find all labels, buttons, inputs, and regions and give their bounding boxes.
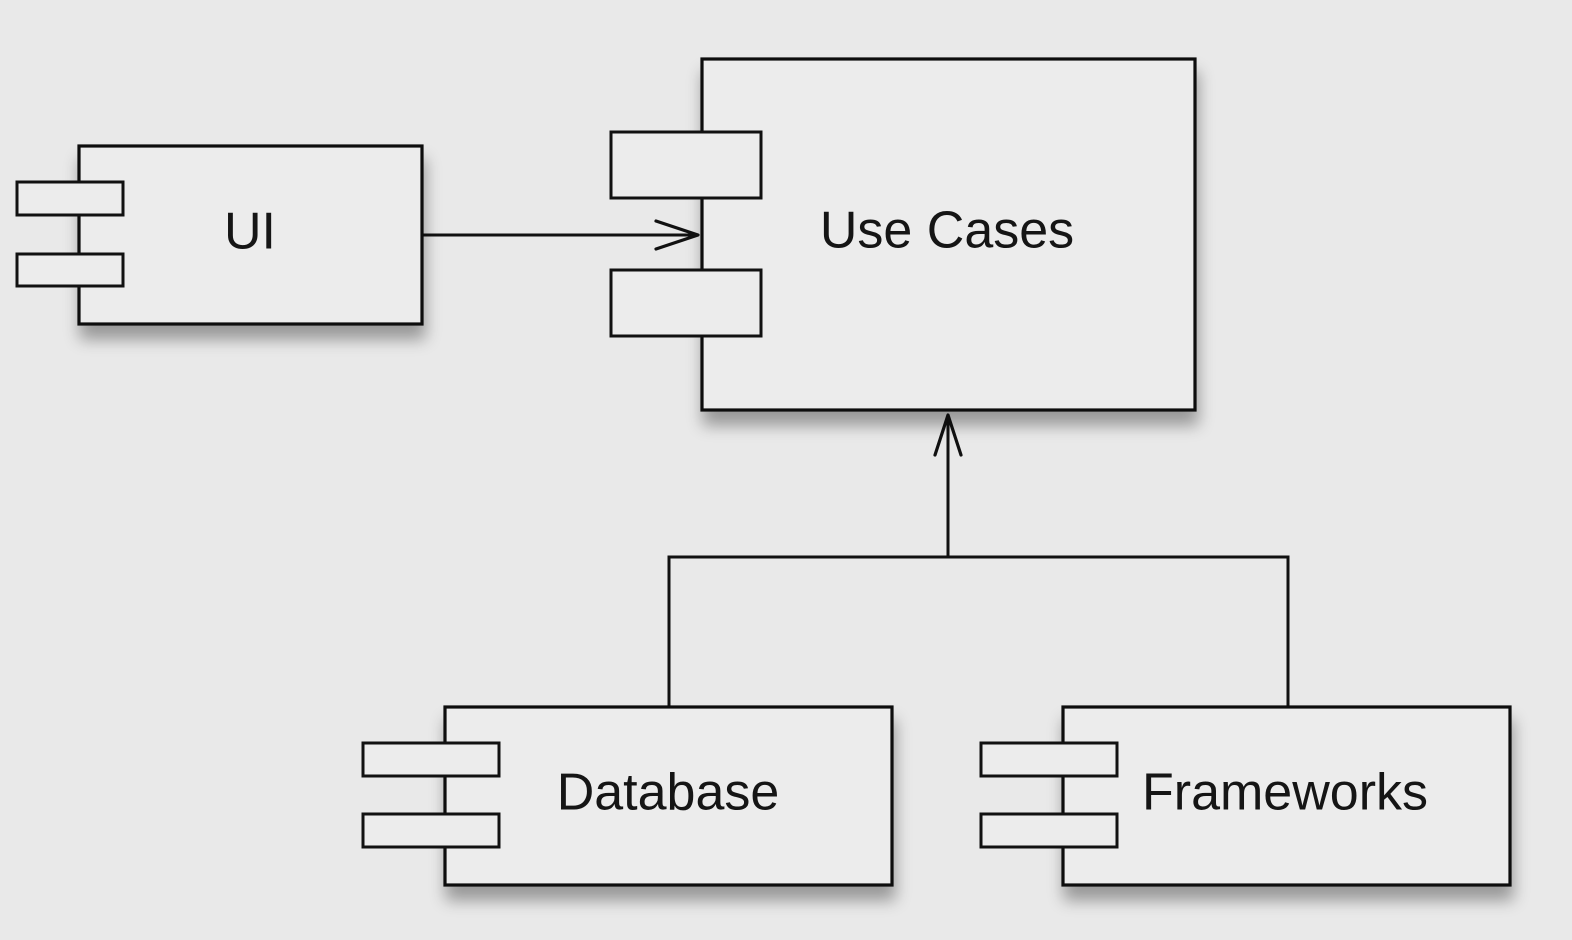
- use-cases-component-tab-top: [609, 130, 763, 200]
- use-cases-component-tab-bottom: [609, 268, 763, 338]
- shared-to-use-cases-arrowhead: [933, 413, 963, 457]
- dependency-connectors: [422, 219, 1290, 707]
- frameworks-component-tab-top: [979, 741, 1119, 778]
- frameworks-component: Frameworks: [979, 705, 1512, 887]
- database-connector-line: [667, 555, 1290, 707]
- use-cases-component-label: Use Cases: [820, 202, 1074, 260]
- database-component-body: [443, 705, 894, 887]
- use-cases-component: Use Cases: [609, 57, 1197, 412]
- database-component-tab-bottom: [361, 812, 501, 849]
- ui-component-body: [77, 144, 424, 326]
- database-component-label: Database: [557, 764, 780, 822]
- database-component-tab-top: [361, 741, 501, 778]
- frameworks-component-label: Frameworks: [1142, 764, 1428, 822]
- ui-component-label: UI: [224, 203, 276, 261]
- ui-component-tab-bottom: [15, 252, 125, 288]
- ui-component: UI: [15, 144, 424, 326]
- ui-to-use-cases-arrowhead: [654, 219, 700, 251]
- frameworks-component-body: [1061, 705, 1512, 887]
- ui-component-tab-top: [15, 180, 125, 217]
- frameworks-component-tab-bottom: [979, 812, 1119, 849]
- database-component: Database: [361, 705, 894, 887]
- use-cases-component-body: [700, 57, 1197, 412]
